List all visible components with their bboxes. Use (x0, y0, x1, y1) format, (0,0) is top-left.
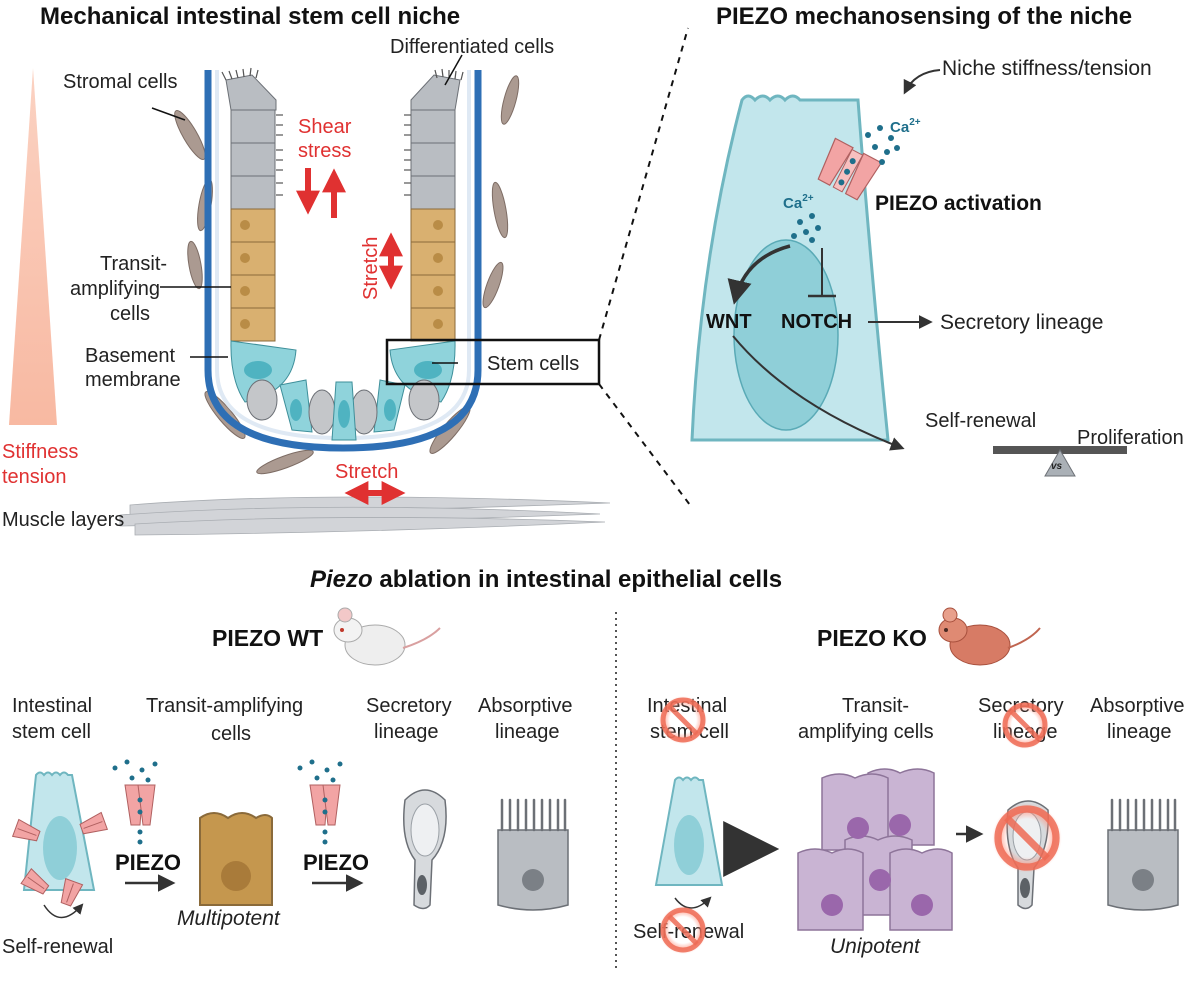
shear-label-1: Shear (298, 116, 352, 138)
ko-enterocyte (1107, 798, 1179, 911)
vs-label: vs (1051, 461, 1063, 472)
piezo-panel-title: PIEZO mechanosensing of the niche (716, 3, 1132, 30)
proliferation-label: Proliferation (1077, 427, 1184, 449)
wt-mouse-icon (333, 607, 441, 666)
wt-self-renewal-label: Self-renewal (2, 936, 113, 958)
ko-goblet-no-icon (992, 803, 1062, 873)
ko-mouse-icon (938, 607, 1041, 666)
transit-label-3: cells (110, 303, 150, 325)
muscle-layers (119, 496, 611, 536)
wt-ta-cell (199, 812, 273, 906)
ko-self-renewal-no-icon (659, 906, 707, 954)
shear-label-2: stress (298, 140, 351, 162)
wt-stem-label-1: Intestinal (12, 695, 92, 717)
stromal-leader (151, 107, 186, 121)
notch-label: NOTCH (781, 311, 852, 333)
ko-title: PIEZO KO (817, 625, 927, 651)
wt-piezo-channel-1 (112, 759, 158, 845)
wt-self-renewal-arrow (43, 903, 84, 919)
ca-top-label: Ca2+ (890, 117, 921, 136)
transit-label-1: Transit- (100, 253, 167, 275)
muscle-layers-label: Muscle layers (2, 509, 124, 531)
stretch-bottom-label: Stretch (335, 461, 398, 483)
wt-secretory-label-1: Secretory (366, 695, 452, 717)
ko-absorptive-label-1: Absorptive (1090, 695, 1185, 717)
stiffness-gradient-triangle (9, 68, 57, 425)
differentiated-cells-label: Differentiated cells (390, 36, 554, 58)
niche-panel-title: Mechanical intestinal stem cell niche (40, 3, 460, 30)
wnt-outcome-arrow (732, 335, 905, 451)
wt-stem-label-2: stem cell (12, 721, 91, 743)
zoom-line-lower (598, 383, 691, 506)
wt-receptor-2 (78, 811, 108, 839)
niche-arrow (903, 69, 941, 95)
wt-secretory-label-2: lineage (374, 721, 439, 743)
wt-absorptive-label-2: lineage (495, 721, 560, 743)
stretch-vertical-label: Stretch (360, 237, 382, 300)
wnt-arrow (727, 244, 791, 305)
balance-fulcrum (1044, 448, 1076, 477)
stromal-cells (174, 75, 520, 475)
bottom-title: Piezo ablation in intestinal epithelial … (310, 566, 782, 593)
basement-label-2: membrane (85, 369, 181, 391)
basement-membrane (204, 70, 482, 452)
self-renewal-label: Self-renewal (925, 410, 1036, 432)
ko-ta-label-1: Transit- (842, 695, 909, 717)
ko-secretory-no-icon (1001, 701, 1049, 749)
wt-piezo-channel-2 (297, 759, 343, 845)
transit-label-2: amplifying (70, 278, 160, 300)
ca-left-label: Ca2+ (783, 193, 814, 212)
wt-goblet-cell (403, 789, 447, 910)
ko-absorptive-label-2: lineage (1107, 721, 1172, 743)
wt-piezo-label-1: PIEZO (115, 850, 181, 875)
wt-absorptive-label-1: Absorptive (478, 695, 573, 717)
wt-ta-label-2: cells (211, 723, 251, 745)
secretory-lineage-label: Secretory lineage (940, 311, 1103, 334)
ko-stem-cell (654, 776, 724, 886)
zoom-line-upper (598, 27, 689, 341)
stiffness-label-1: Stiffness (2, 441, 78, 463)
wnt-label: WNT (706, 311, 752, 333)
microvilli (221, 67, 464, 196)
crypt-right-column (410, 74, 461, 342)
crypt-base (230, 340, 456, 441)
wt-stem-cell (22, 771, 96, 891)
crypt-left-column (225, 74, 277, 342)
stem-cells-box (385, 338, 601, 386)
differentiated-leader (444, 54, 463, 86)
ko-stem-no-icon (659, 696, 707, 744)
stiffness-label-2: tension (2, 466, 67, 488)
wt-enterocyte (497, 798, 569, 911)
calcium-ions (791, 125, 900, 243)
stem-cell-nucleus (733, 239, 839, 431)
stem-cells-label: Stem cells (487, 353, 579, 375)
piezo-activation-label: PIEZO activation (875, 192, 1042, 215)
basement-label-1: Basement (85, 345, 175, 367)
piezo-channel-icon (817, 137, 883, 201)
ko-ta-nuclei (821, 814, 933, 916)
niche-stiffness-label: Niche stiffness/tension (942, 57, 1152, 80)
wt-piezo-label-2: PIEZO (303, 850, 369, 875)
wt-ta-label-1: Transit-amplifying (146, 695, 303, 717)
ko-ta-label-2: amplifying cells (798, 721, 934, 743)
stromal-cells-label: Stromal cells (63, 71, 177, 93)
multipotent-label: Multipotent (177, 907, 281, 930)
unipotent-label: Unipotent (830, 935, 921, 958)
wt-title: PIEZO WT (212, 625, 323, 651)
